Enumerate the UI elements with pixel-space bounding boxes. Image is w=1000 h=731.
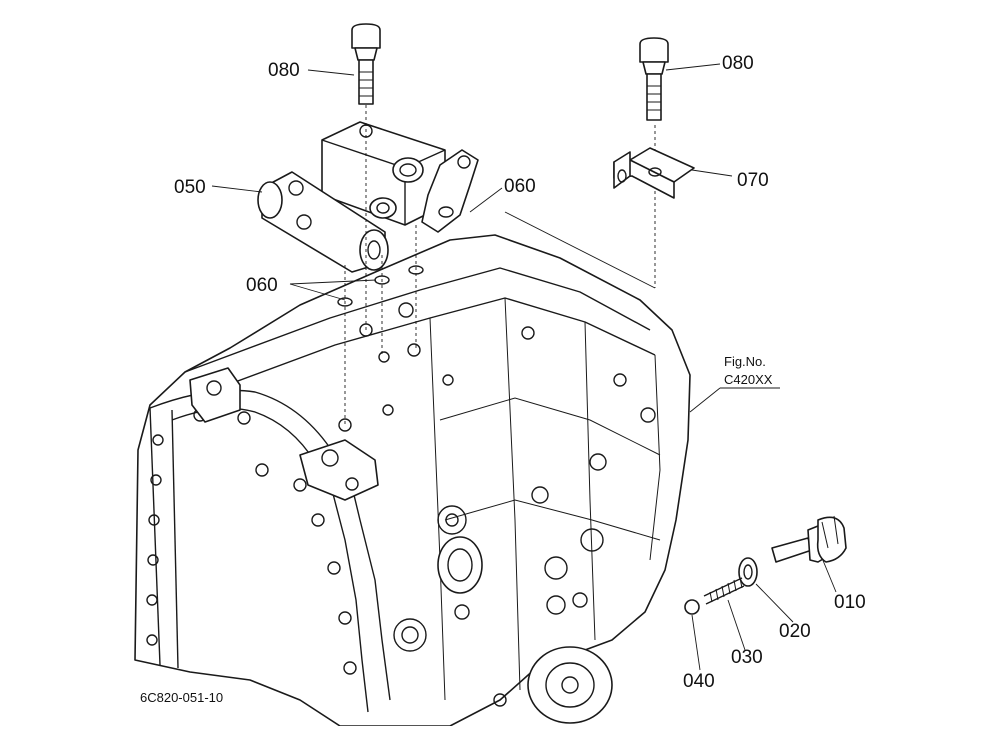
bolt-080-left	[351, 23, 381, 105]
fig-no-code: C420XX	[724, 372, 773, 387]
case-side-bosses	[393, 373, 656, 707]
alignment-lines	[344, 105, 656, 425]
ball-040	[684, 599, 700, 615]
spring-030	[703, 577, 745, 605]
label-080-left: 080	[268, 60, 300, 81]
bolt-080-right	[639, 37, 669, 121]
control-valve-050	[257, 121, 479, 273]
label-010: 010	[834, 592, 866, 613]
flange-bolt-holes	[146, 408, 357, 675]
transmission-case	[134, 234, 691, 727]
case-top-holes	[338, 302, 535, 432]
label-060-upper: 060	[504, 176, 536, 197]
label-060-lower: 060	[246, 275, 278, 296]
leader-lines	[211, 63, 837, 671]
label-030: 030	[731, 647, 763, 668]
label-040: 040	[683, 671, 715, 692]
washer-020	[738, 557, 758, 587]
label-070: 070	[737, 170, 769, 191]
drawing-id: 6C820-051-10	[140, 690, 223, 705]
figure-reference: Fig.No. C420XX	[724, 354, 773, 387]
label-080-right: 080	[722, 53, 754, 74]
fig-no-label: Fig.No.	[724, 354, 766, 369]
bracket-070	[613, 147, 695, 199]
label-050: 050	[174, 177, 206, 198]
label-020: 020	[779, 621, 811, 642]
part-labels: 080 080 050 060 060 070 010 020 030 040	[174, 53, 866, 692]
plug-010	[771, 515, 847, 563]
